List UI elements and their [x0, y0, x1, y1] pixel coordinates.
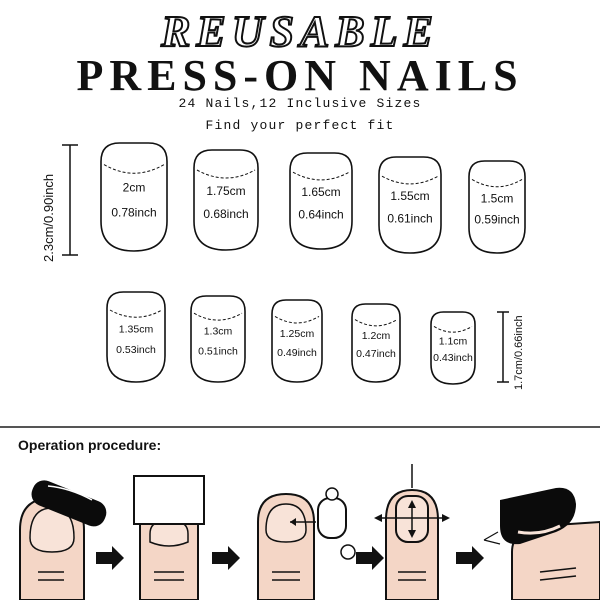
nail-tip-line — [274, 315, 320, 324]
height-bracket-large: 2.3cm/0.90inch — [41, 144, 78, 262]
nail-row-large: 2cm0.78inch1.75cm0.68inch1.65cm0.64inch1… — [100, 142, 526, 254]
subtitle-sizes: 24 Nails,12 Inclusive Sizes — [178, 96, 422, 111]
title-press-on-nails: PRESS-ON NAILS — [76, 51, 524, 100]
nail-size-inch: 0.68inch — [203, 207, 248, 221]
step-5-illustration — [483, 487, 600, 600]
arrow-icon — [212, 546, 240, 570]
nail-size-inch: 0.49inch — [277, 347, 317, 359]
step-4-illustration — [374, 464, 450, 600]
nail-size-item: 1.55cm 0.61inch — [378, 156, 442, 254]
nail-size-inch: 0.43inch — [433, 352, 473, 364]
height-label-large: 2.3cm/0.90inch — [41, 174, 56, 262]
tagline-fit: Find your perfect fit — [205, 118, 395, 133]
nail-row-small: 1.35cm 0.53inch 1.3cm 0.51inch 1.25cm 0.49inc… — [106, 291, 476, 385]
nail-size-cm: 1.5cm — [481, 191, 514, 205]
nail-tip-line — [109, 309, 163, 318]
nail-size-inch: 0.51inch — [198, 345, 238, 357]
nail-outline — [190, 295, 246, 383]
height-bracket-small: 1.7cm/0.66inch — [497, 311, 525, 390]
nail-size-item: 1.2cm 0.47inch — [351, 303, 401, 383]
nail-outline — [289, 152, 353, 250]
nail-size-inch: 0.64inch — [298, 207, 343, 221]
nail-tip-line — [381, 175, 439, 185]
arrow-icon — [456, 546, 484, 570]
arrow-icon — [96, 546, 124, 570]
nail-size-inch: 0.47inch — [356, 348, 396, 360]
height-label-small: 1.7cm/0.66inch — [513, 315, 525, 390]
nail-size-item: 1.65cm 0.64inch — [289, 152, 353, 250]
nail-size-item: 1.3cm 0.51inch — [190, 295, 246, 383]
nail-size-cm: 2cm — [123, 181, 146, 195]
nail-size-inch: 0.59inch — [474, 213, 519, 227]
nail-outline — [468, 160, 526, 254]
procedure-steps — [19, 464, 600, 600]
arrow-icon — [356, 546, 384, 570]
nail-size-item: 1.5cm 0.59inch — [468, 160, 526, 254]
nail-size-item: 1.35cm 0.53inch — [106, 291, 166, 383]
nail-size-cm: 1.35cm — [119, 324, 154, 336]
title-reusable: REUSABLE — [160, 6, 439, 57]
step-2-illustration — [133, 475, 205, 600]
nail-tip-line — [193, 312, 243, 321]
nail-size-item: 1.25cm 0.49inch — [271, 299, 323, 383]
nail-tip-line — [292, 171, 350, 181]
nail-tip-line — [433, 325, 473, 333]
nail-tip-line — [103, 164, 165, 174]
nail-outline — [351, 303, 401, 383]
nail-size-cm: 1.65cm — [301, 185, 340, 199]
nail-size-cm: 1.75cm — [206, 184, 245, 198]
nail-outline — [378, 156, 442, 254]
nail-size-cm: 1.25cm — [280, 328, 315, 340]
nail-size-inch: 0.78inch — [111, 205, 156, 219]
nail-size-cm: 1.55cm — [390, 189, 429, 203]
section-divider — [0, 426, 600, 428]
nail-outline — [193, 149, 259, 251]
operation-procedure-title: Operation procedure: — [18, 437, 162, 453]
nail-size-item: 2cm 0.78inch — [100, 142, 168, 252]
nail-outline — [106, 291, 166, 383]
nail-size-inch: 0.53inch — [116, 344, 156, 356]
nail-size-cm: 1.3cm — [204, 326, 233, 338]
nail-size-item: 1.75cm 0.68inch — [193, 149, 259, 251]
nail-outline — [271, 299, 323, 383]
nail-size-cm: 1.1cm — [439, 335, 468, 347]
nail-size-item: 1.1cm 0.43inch — [430, 311, 476, 385]
nail-tip-line — [471, 178, 523, 188]
step-3-illustration — [257, 487, 356, 600]
step-1-illustration — [19, 480, 107, 600]
nail-size-inch: 0.61inch — [387, 211, 432, 225]
nail-outline — [100, 142, 168, 252]
nail-outline — [430, 311, 476, 385]
nail-size-cm: 1.2cm — [362, 330, 391, 342]
nail-tip-line — [196, 169, 256, 179]
nail-tip-line — [354, 319, 398, 327]
